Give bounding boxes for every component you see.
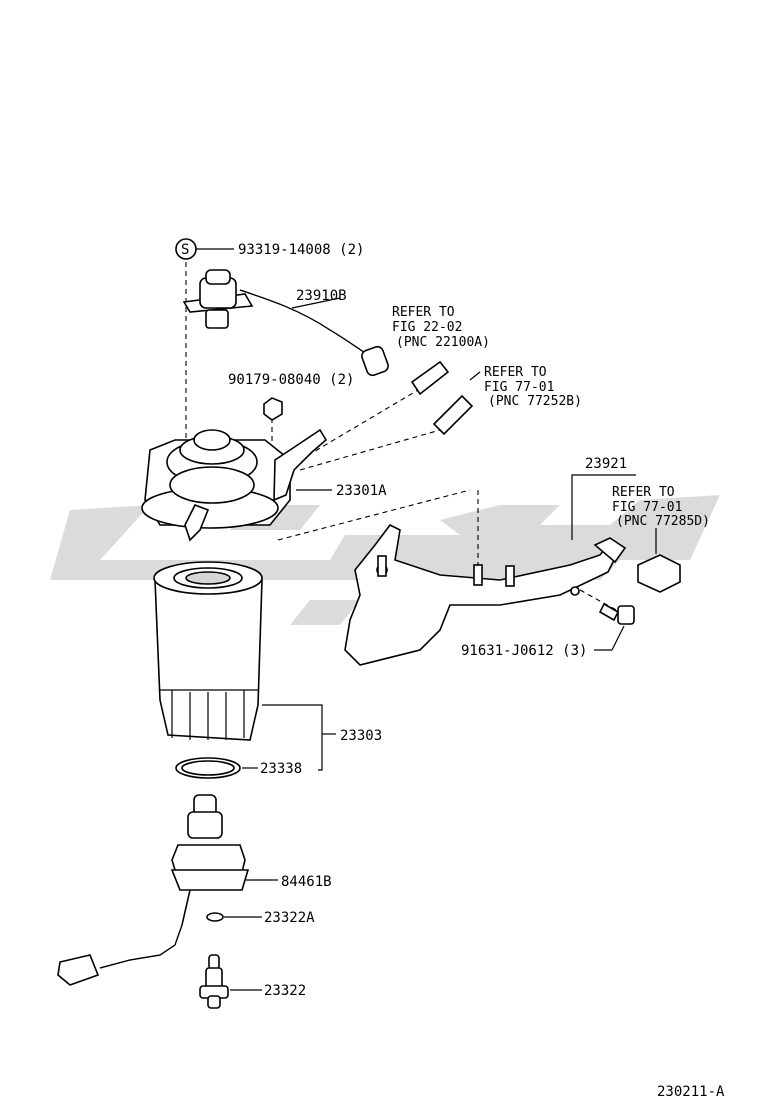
o-ring-number: 23338 [260, 761, 302, 777]
svg-text:FIG 77-01: FIG 77-01 [484, 380, 554, 395]
svg-text:REFER TO: REFER TO [392, 305, 455, 320]
figure-code: 230211-A [657, 1084, 725, 1100]
reference-note-3: REFER TO FIG 77-01 (PNC 77285D) [612, 485, 710, 593]
cartridge-number: 23303 [340, 728, 382, 744]
svg-text:(PNC 22100A): (PNC 22100A) [396, 335, 490, 350]
svg-text:(PNC 77285D): (PNC 77285D) [616, 514, 710, 529]
filter-head: 23301A [141, 428, 387, 542]
drain-valve: 23322 [199, 954, 306, 1009]
small-o-ring-number: 23322A [264, 910, 315, 926]
screw-part-number: 93319-14008 (2) [238, 242, 364, 258]
svg-text:FIG 22-02: FIG 22-02 [392, 320, 462, 335]
svg-text:REFER TO: REFER TO [484, 365, 547, 380]
bracket-number: 23921 [585, 456, 627, 472]
sensor-harness-number: 23910B [296, 288, 347, 304]
nut-part: 90179-08040 (2) [228, 372, 354, 421]
nut-part-number: 90179-08040 (2) [228, 372, 354, 388]
sensor-plug-number: 84461B [281, 874, 332, 890]
bracket-assembly: 23921 [344, 456, 636, 666]
filter-head-number: 23301A [336, 483, 387, 499]
bolt-part-number: 91631-J0612 (3) [461, 643, 587, 659]
reference-note-2: REFER TO FIG 77-01 (PNC 77252B) [432, 365, 582, 436]
drain-valve-number: 23322 [264, 983, 306, 999]
o-ring-part: 23338 [175, 757, 302, 779]
bolt-part: 91631-J0612 (3) [461, 602, 635, 659]
screw-s-label: S [181, 242, 189, 258]
svg-text:REFER TO: REFER TO [612, 485, 675, 500]
svg-text:FIG 77-01: FIG 77-01 [612, 500, 682, 515]
filter-cartridge: 23303 [153, 561, 382, 771]
svg-text:(PNC 77252B): (PNC 77252B) [488, 394, 582, 409]
fuel-sensor-harness: 23910B [182, 269, 389, 377]
sensor-plug: 84461B [57, 794, 332, 986]
small-o-ring-part: 23322A [206, 910, 315, 926]
screw-callout: S 93319-14008 (2) [175, 238, 364, 260]
reference-note-1: REFER TO FIG 22-02 (PNC 22100A) [392, 305, 490, 396]
